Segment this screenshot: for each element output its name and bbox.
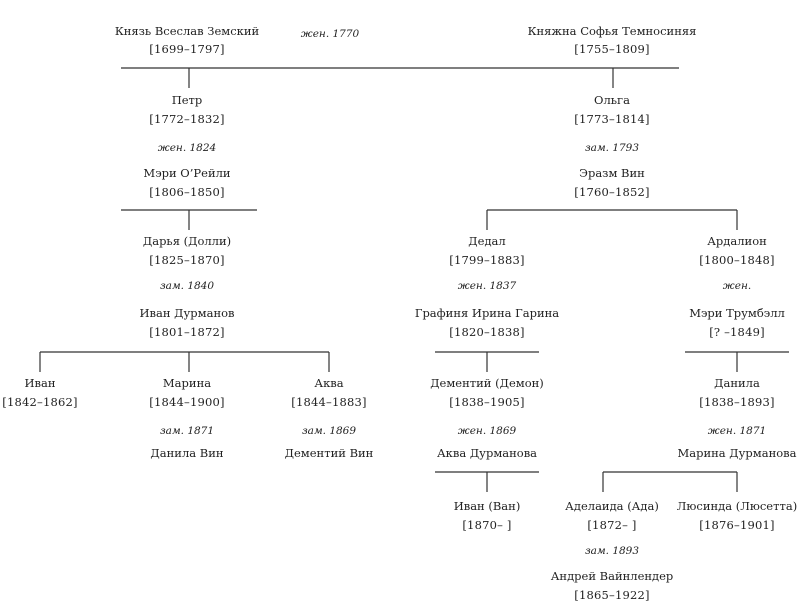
person-olga-name: Ольга [594,93,630,107]
person-demon-dates: [1838–1905] [449,395,525,409]
person-ivan-name: Иван [24,376,56,390]
marriage-1837: жен. 1837 [457,280,517,292]
person-erazm-dates: [1760–1852] [574,185,650,199]
person-marina-durmanova-name: Марина Дурманова [677,446,797,460]
marriage-1893: зам. 1893 [584,545,640,557]
marriage-1793: зам. 1793 [584,142,640,154]
person-dedal-name: Дедал [468,234,506,248]
marriage-1871-danila: жен. 1871 [707,425,767,437]
person-danila-dates: [1838–1893] [699,395,775,409]
person-marina-name: Марина [162,376,212,390]
person-darya-name: Дарья (Долли) [142,234,232,248]
person-lucette-name: Люсинда (Люсетта) [676,499,798,513]
person-marina-dates: [1844–1900] [149,395,225,409]
marriage-1840: зам. 1840 [159,280,215,292]
person-mary-oreilly-dates: [1806–1850] [149,185,225,199]
marriage-1869-akva: зам. 1869 [301,425,357,437]
person-mary-oreilly-name: Мэри О’Рейли [143,166,231,180]
person-olga-dates: [1773–1814] [574,112,650,126]
person-irina-name: Графиня Ирина Гарина [414,306,560,320]
person-mary-trumbull-name: Мэри Трумбэлл [689,306,785,320]
marriage-1770: жен. 1770 [300,28,360,40]
person-akva-dates: [1844–1883] [291,395,367,409]
person-ada-dates: [1872– ] [587,518,637,532]
person-vseslav-dates: [1699–1797] [149,42,225,56]
person-van-name: Иван (Ван) [453,499,521,513]
person-ivan-dates: [1842–1862] [2,395,78,409]
person-lucette-dates: [1876–1901] [699,518,775,532]
person-dementiy-vin-name: Дементий Вин [284,446,374,460]
person-demon-name: Дементий (Демон) [430,376,544,390]
marriage-ardalion: жен. [722,280,752,292]
person-ada-name: Аделаида (Ада) [565,499,659,513]
person-danila-name: Данила [714,376,760,390]
marriage-1869-demon: жен. 1869 [457,425,517,437]
marriage-1824: жен. 1824 [157,142,217,154]
person-erazm-name: Эразм Вин [579,166,645,180]
person-akva-durmanova-name: Аква Дурманова [436,446,538,460]
person-andrey-dates: [1865–1922] [574,588,650,602]
person-danila-vin-name: Данила Вин [150,446,224,460]
person-sofya-dates: [1755–1809] [574,42,650,56]
person-andrey-name: Андрей Вайнлендер [550,569,674,583]
person-darya-dates: [1825–1870] [149,253,225,267]
person-mary-trumbull-dates: [? –1849] [709,325,765,339]
person-sofya-name: Княжна Софья Темносиняя [527,24,697,38]
person-akva-name: Аква [314,376,344,390]
person-ardalion-name: Ардалион [707,234,767,248]
person-vseslav-name: Князь Всеслав Земский [114,24,260,38]
person-ivan-durmanov-dates: [1801–1872] [149,325,225,339]
marriage-1871-marina: зам. 1871 [159,425,215,437]
person-dedal-dates: [1799–1883] [449,253,525,267]
person-ardalion-dates: [1800–1848] [699,253,775,267]
person-petr-dates: [1772–1832] [149,112,225,126]
person-irina-dates: [1820–1838] [449,325,525,339]
person-van-dates: [1870– ] [462,518,512,532]
person-petr-name: Петр [171,93,203,107]
person-ivan-durmanov-name: Иван Дурманов [139,306,235,320]
